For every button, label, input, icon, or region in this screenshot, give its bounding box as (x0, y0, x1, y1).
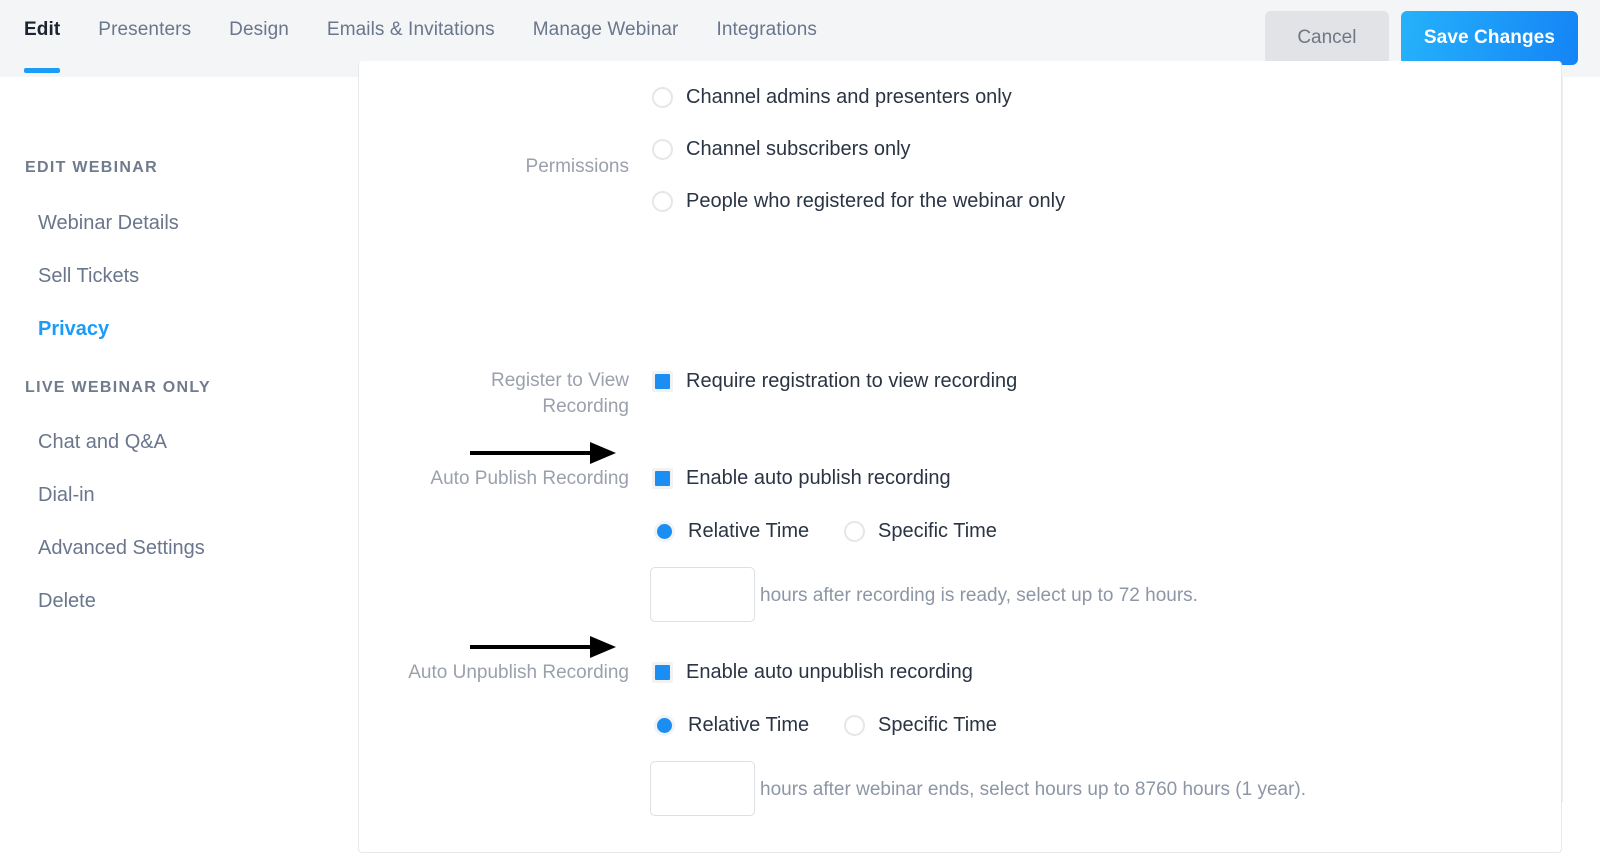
permission-option-channel-subscribers[interactable]: Channel subscribers only (652, 138, 911, 161)
auto-publish-hours-input[interactable] (650, 567, 755, 622)
auto-publish-specific-time-option[interactable]: Specific Time (844, 520, 997, 543)
right-edge-divider (1562, 77, 1563, 802)
tab-manage-webinar[interactable]: Manage Webinar (533, 0, 679, 77)
tab-integrations[interactable]: Integrations (716, 0, 817, 77)
checkbox-require-registration-to-view-recording[interactable] (652, 371, 673, 392)
auto-unpublish-recording-field-label: Auto Unpublish Recording (408, 662, 629, 683)
sidebar-item-delete[interactable]: Delete (38, 590, 96, 612)
tab-design[interactable]: Design (229, 0, 289, 77)
sidebar-group-title-live-webinar-only: LIVE WEBINAR ONLY (25, 379, 211, 396)
tab-design-label: Design (229, 18, 289, 40)
enable-auto-publish-label: Enable auto publish recording (686, 467, 951, 489)
checkbox-enable-auto-unpublish-recording[interactable] (652, 662, 673, 683)
sidebar-item-dial-in[interactable]: Dial-in (38, 484, 95, 506)
tab-edit-label: Edit (24, 18, 61, 40)
register-to-view-label-line1: Register to View (491, 370, 629, 391)
sidebar-nav: EDIT WEBINAR Webinar Details Sell Ticket… (0, 77, 364, 802)
auto-unpublish-relative-time-option[interactable]: Relative Time (654, 714, 809, 737)
sidebar-group-title-edit-webinar: EDIT WEBINAR (25, 159, 158, 176)
radio-people-who-registered[interactable] (652, 191, 673, 212)
enable-auto-publish-row[interactable]: Enable auto publish recording (652, 467, 951, 490)
permission-option-label: People who registered for the webinar on… (686, 190, 1066, 212)
auto-unpublish-specific-time-option[interactable]: Specific Time (844, 714, 997, 737)
permission-option-channel-admins[interactable]: Channel admins and presenters only (652, 86, 1012, 109)
radio-auto-publish-relative-time[interactable] (654, 521, 675, 542)
require-registration-label: Require registration to view recording (686, 370, 1018, 392)
enable-auto-unpublish-row[interactable]: Enable auto unpublish recording (652, 661, 973, 684)
tab-emails-label: Emails & Invitations (326, 18, 495, 40)
radio-channel-admins-and-presenters[interactable] (652, 87, 673, 108)
auto-publish-relative-time-option[interactable]: Relative Time (654, 520, 809, 543)
sidebar-item-privacy[interactable]: Privacy (38, 318, 110, 340)
permissions-field-label: Permissions (525, 156, 629, 177)
checkbox-enable-auto-publish-recording[interactable] (652, 468, 673, 489)
permission-option-label: Channel admins and presenters only (686, 86, 1012, 108)
permission-option-registered-people[interactable]: People who registered for the webinar on… (652, 190, 1065, 213)
register-to-view-label-line2: Recording (542, 396, 629, 417)
top-header-bar: Edit Presenters Design Emails & Invitati… (0, 0, 1600, 77)
auto-publish-relative-time-label: Relative Time (688, 520, 810, 542)
enable-auto-unpublish-label: Enable auto unpublish recording (686, 661, 973, 683)
sidebar-item-advanced-settings[interactable]: Advanced Settings (38, 537, 205, 559)
tab-integrations-label: Integrations (716, 18, 817, 40)
checkbox-checked-fill (655, 471, 670, 486)
auto-publish-hours-hint: hours after recording is ready, select u… (760, 585, 1198, 606)
privacy-settings-card: Permissions Channel admins and presenter… (358, 61, 1562, 853)
auto-unpublish-hours-input[interactable] (650, 761, 755, 816)
auto-unpublish-relative-time-label: Relative Time (688, 714, 810, 736)
tab-emails-and-invitations[interactable]: Emails & Invitations (327, 0, 495, 77)
sidebar-item-sell-tickets[interactable]: Sell Tickets (38, 265, 140, 287)
primary-tab-nav: Edit Presenters Design Emails & Invitati… (24, 0, 855, 77)
radio-channel-subscribers-only[interactable] (652, 139, 673, 160)
checkbox-checked-fill (655, 374, 670, 389)
sidebar-item-webinar-details[interactable]: Webinar Details (38, 212, 179, 234)
radio-auto-unpublish-specific-time[interactable] (844, 715, 865, 736)
auto-publish-specific-time-label: Specific Time (878, 520, 997, 542)
radio-auto-publish-specific-time[interactable] (844, 521, 865, 542)
tab-edit[interactable]: Edit (24, 0, 61, 77)
save-changes-button[interactable]: Save Changes (1400, 11, 1578, 65)
checkbox-checked-fill (655, 665, 670, 680)
tab-presenters[interactable]: Presenters (98, 0, 191, 77)
permission-option-label: Channel subscribers only (686, 138, 911, 160)
auto-unpublish-specific-time-label: Specific Time (878, 714, 997, 736)
tab-presenters-label: Presenters (98, 18, 192, 40)
tab-manage-webinar-label: Manage Webinar (532, 18, 679, 40)
radio-auto-unpublish-relative-time[interactable] (654, 715, 675, 736)
auto-publish-recording-field-label: Auto Publish Recording (430, 468, 629, 489)
header-action-buttons: Cancel Save Changes (1264, 11, 1578, 65)
require-registration-row[interactable]: Require registration to view recording (652, 370, 1017, 393)
sidebar-item-chat-and-qa[interactable]: Chat and Q&A (38, 431, 167, 453)
auto-unpublish-hours-hint: hours after webinar ends, select hours u… (760, 779, 1307, 800)
cancel-button[interactable]: Cancel (1264, 11, 1389, 65)
page-body: EDIT WEBINAR Webinar Details Sell Ticket… (0, 61, 1600, 853)
register-to-view-recording-field-label: Register to View Recording (369, 368, 629, 420)
